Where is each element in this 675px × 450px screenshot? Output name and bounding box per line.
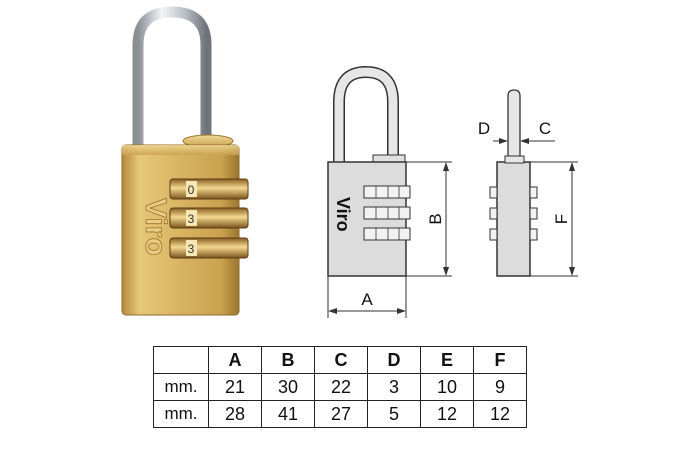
svg-text:0: 0: [188, 183, 195, 197]
unit-cell: mm.: [153, 400, 209, 428]
value-cell: 12: [473, 400, 527, 428]
label-a: A: [361, 290, 373, 309]
value-cell: 10: [420, 373, 474, 401]
shackle: [132, 6, 212, 146]
value-cell: 21: [208, 373, 262, 401]
value-cell: 28: [208, 400, 262, 428]
header-c: C: [314, 346, 368, 374]
svg-text:3: 3: [188, 242, 195, 256]
value-cell: 12: [420, 400, 474, 428]
value-cell: 27: [314, 400, 368, 428]
header-b: B: [261, 346, 315, 374]
dimensions-table: A B C D E F mm. 21 30 22 3 10 9 mm. 28 4…: [153, 346, 527, 428]
value-cell: 5: [367, 400, 421, 428]
table-row: mm. 21 30 22 3 10 9: [153, 373, 527, 401]
label-b: B: [426, 213, 445, 224]
table-row: mm. 28 41 27 5 12 12: [153, 400, 527, 428]
dial-1[interactable]: 0: [169, 178, 249, 200]
svg-text:3: 3: [188, 212, 195, 226]
brand-engraving: Viro: [139, 198, 172, 256]
header-a: A: [208, 346, 262, 374]
header-d: D: [367, 346, 421, 374]
value-cell: 3: [367, 373, 421, 401]
value-cell: 30: [261, 373, 315, 401]
value-cell: 22: [314, 373, 368, 401]
table-header-row: A B C D E F: [153, 346, 527, 374]
header-e: E: [420, 346, 474, 374]
table-corner: [153, 346, 209, 374]
dial-3[interactable]: 3: [169, 237, 249, 259]
label-c: C: [539, 119, 551, 138]
header-f: F: [473, 346, 527, 374]
value-cell: 9: [473, 373, 527, 401]
unit-cell: mm.: [153, 373, 209, 401]
label-d: D: [478, 119, 490, 138]
front-brand: Viro: [333, 197, 353, 232]
dial-2[interactable]: 3: [169, 207, 249, 229]
side-body: [496, 161, 531, 277]
label-f: F: [552, 214, 571, 224]
value-cell: 41: [261, 400, 315, 428]
